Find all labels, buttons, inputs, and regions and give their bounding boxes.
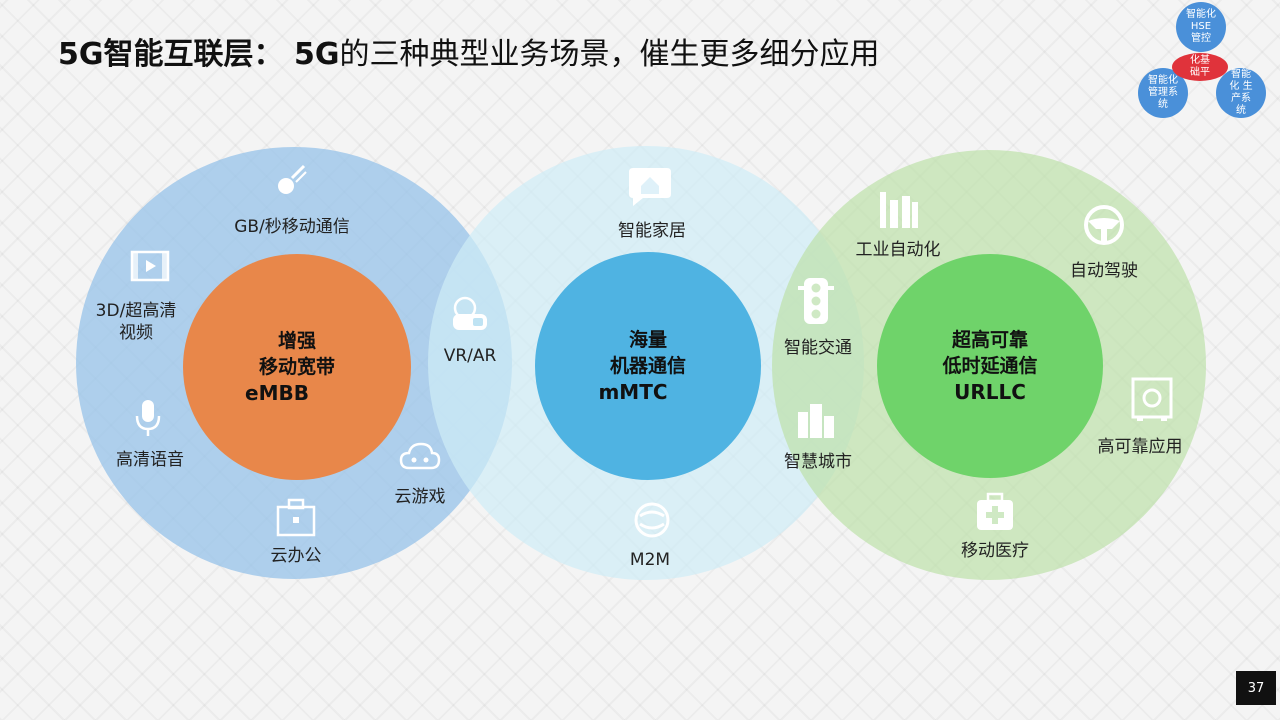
urllc-core: 超高可靠 低时延通信 URLLC — [877, 254, 1103, 478]
briefcase-icon — [275, 497, 317, 537]
mmtc-core-code: mMTC — [598, 380, 668, 404]
embb-core-line1: 增强 — [277, 330, 316, 352]
label-traffic: 智能交通 — [784, 338, 852, 358]
mmtc-core-line1: 海量 — [628, 329, 667, 351]
label-voice: 高清语音 — [116, 450, 184, 470]
medical-kit-icon — [974, 492, 1016, 532]
title-part3: 的三种典型业务场景，催生更多细分应用 — [339, 37, 880, 72]
factory-icon — [876, 186, 920, 230]
city-buildings-icon — [794, 400, 838, 440]
vr-headset-icon — [447, 294, 493, 338]
deco-circle-production: 智能 化 生 产系 统 — [1216, 68, 1266, 118]
mmtc-core-line2: 机器通信 — [609, 355, 686, 377]
mmtc-core: 海量 机器通信 mMTC — [535, 252, 761, 480]
deco-top-text: 智能化 HSE 管控 — [1186, 9, 1216, 44]
deco-circle-platform: 化基 础平 — [1172, 53, 1228, 81]
smart-home-icon — [627, 164, 673, 208]
video-film-icon — [130, 250, 170, 282]
title-part1: 5G智能互联层： — [58, 37, 284, 72]
label-gbps: GB/秒移动通信 — [234, 217, 350, 237]
embb-core: 增强 移动宽带 eMBB — [183, 254, 411, 480]
deco-circle-hse: 智能化 HSE 管控 — [1176, 2, 1226, 52]
m2m-network-icon — [632, 500, 672, 540]
embb-core-line2: 移动宽带 — [258, 356, 335, 378]
cloud-gamepad-icon — [399, 440, 441, 472]
title-part2: 5G — [293, 37, 340, 72]
traffic-light-icon — [796, 276, 836, 326]
label-video: 3D/超高清 视频 — [96, 300, 177, 344]
embb-core-code: eMBB — [245, 381, 309, 405]
label-driving: 自动驾驶 — [1070, 261, 1138, 281]
deco-right-text: 智能 化 生 产系 统 — [1229, 69, 1253, 116]
page-number: 37 — [1236, 671, 1276, 705]
safe-vault-icon — [1129, 375, 1175, 423]
label-industry: 工业自动化 — [855, 240, 941, 260]
deco-center-text: 化基 础平 — [1190, 55, 1210, 78]
label-city: 智慧城市 — [784, 452, 852, 472]
label-office: 云办公 — [270, 546, 322, 566]
microphone-icon — [133, 398, 163, 438]
meteor-icon — [272, 160, 312, 200]
label-vrar: VR/AR — [443, 346, 497, 366]
deco-left-text: 智能化 管理系 统 — [1148, 75, 1178, 110]
page-title: 5G智能互联层： 5G的三种典型业务场景，催生更多细分应用 — [58, 36, 918, 74]
label-m2m: M2M — [629, 550, 671, 570]
label-reliable: 高可靠应用 — [1097, 437, 1183, 457]
steering-wheel-icon — [1082, 203, 1126, 247]
urllc-core-line1: 超高可靠 — [951, 329, 1028, 351]
label-home: 智能家居 — [618, 221, 686, 241]
label-video-line2: 视频 — [118, 323, 153, 343]
label-gaming: 云游戏 — [394, 487, 446, 507]
urllc-core-code: URLLC — [954, 380, 1026, 404]
urllc-core-line2: 低时延通信 — [942, 355, 1038, 377]
label-medical: 移动医疗 — [961, 541, 1029, 561]
label-video-line1: 3D/超高清 — [95, 301, 177, 321]
